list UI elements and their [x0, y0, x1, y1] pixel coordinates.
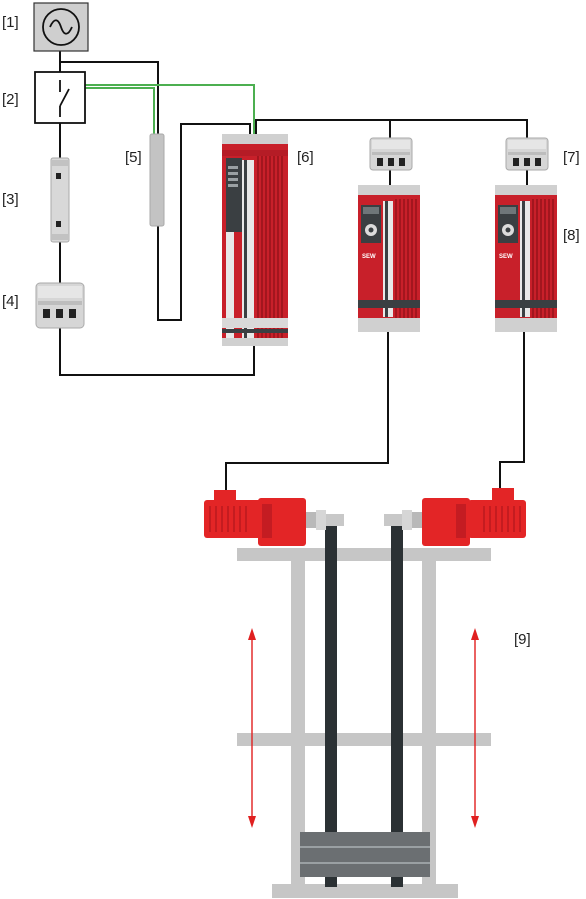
label-2: [2]	[2, 91, 19, 108]
line-filter	[149, 133, 165, 227]
motor-cable-right	[499, 332, 525, 490]
label-9: [9]	[514, 631, 531, 648]
geared-motor-right	[384, 488, 526, 546]
ground-wire-inner	[85, 87, 155, 134]
label-3: [3]	[2, 191, 19, 208]
dc-link-bus	[255, 119, 528, 138]
label-1: [1]	[2, 14, 19, 31]
label-4: [4]	[2, 293, 19, 310]
line-choke	[35, 282, 85, 329]
supply-to-filter-wire	[60, 61, 251, 321]
lift-carriage	[300, 832, 430, 877]
toothed-belts	[325, 515, 403, 887]
label-8: [8]	[563, 227, 580, 244]
drive-logo: SEW	[362, 254, 376, 260]
choke-to-inverter-wire	[59, 328, 255, 376]
axis-module-1: SEW	[358, 185, 420, 332]
gantry-frame	[237, 548, 491, 898]
dc-link-module-2	[505, 137, 549, 171]
label-6: [6]	[297, 149, 314, 166]
dc-link-module-1	[369, 137, 413, 171]
main-switch	[34, 71, 86, 124]
label-5: [5]	[125, 149, 142, 166]
drive-logo: SEW	[499, 254, 513, 260]
wiring	[59, 50, 528, 493]
line-fuse	[50, 157, 70, 243]
travel-arrow-right	[471, 628, 479, 828]
motor-cable-left	[225, 332, 389, 493]
axis-module-2: SEW	[495, 185, 557, 332]
geared-motor-left	[204, 490, 344, 546]
supply-module	[222, 134, 288, 346]
travel-arrow-left	[248, 628, 256, 828]
ground-wires	[85, 84, 255, 134]
label-7: [7]	[563, 149, 580, 166]
ac-supply	[33, 2, 89, 52]
ground-wire-outer	[85, 84, 255, 134]
